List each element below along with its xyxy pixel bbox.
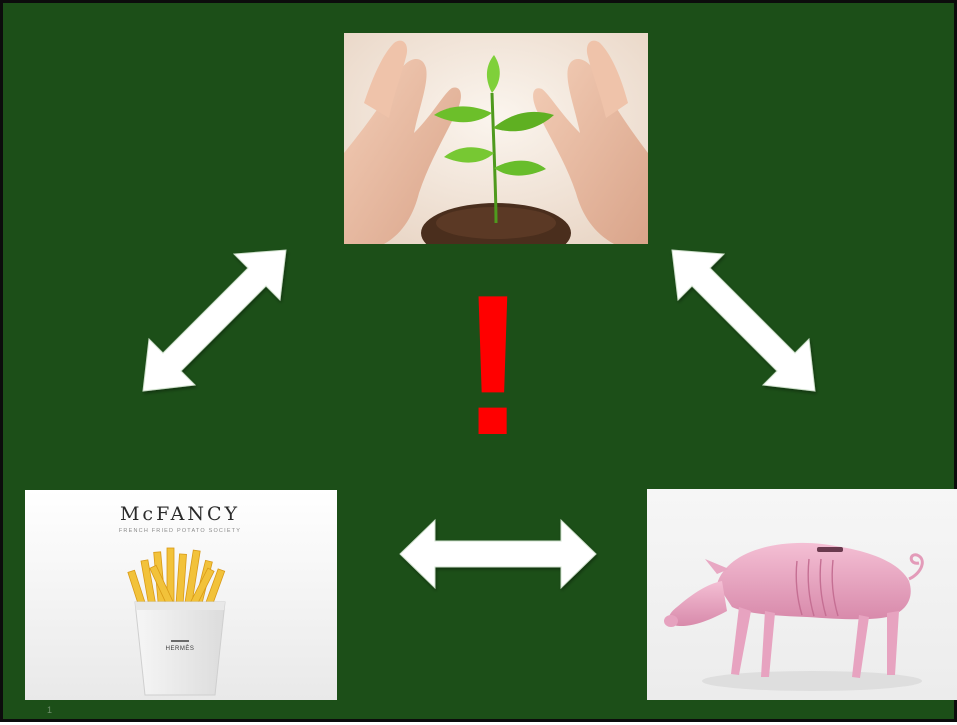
horizontal-double-arrow bbox=[400, 520, 596, 588]
right-diagonal-double-arrow bbox=[672, 250, 815, 391]
exclamation-mark: ! bbox=[448, 271, 538, 461]
left-diagonal-double-arrow bbox=[143, 250, 286, 391]
slide-number: 1 bbox=[47, 705, 52, 715]
